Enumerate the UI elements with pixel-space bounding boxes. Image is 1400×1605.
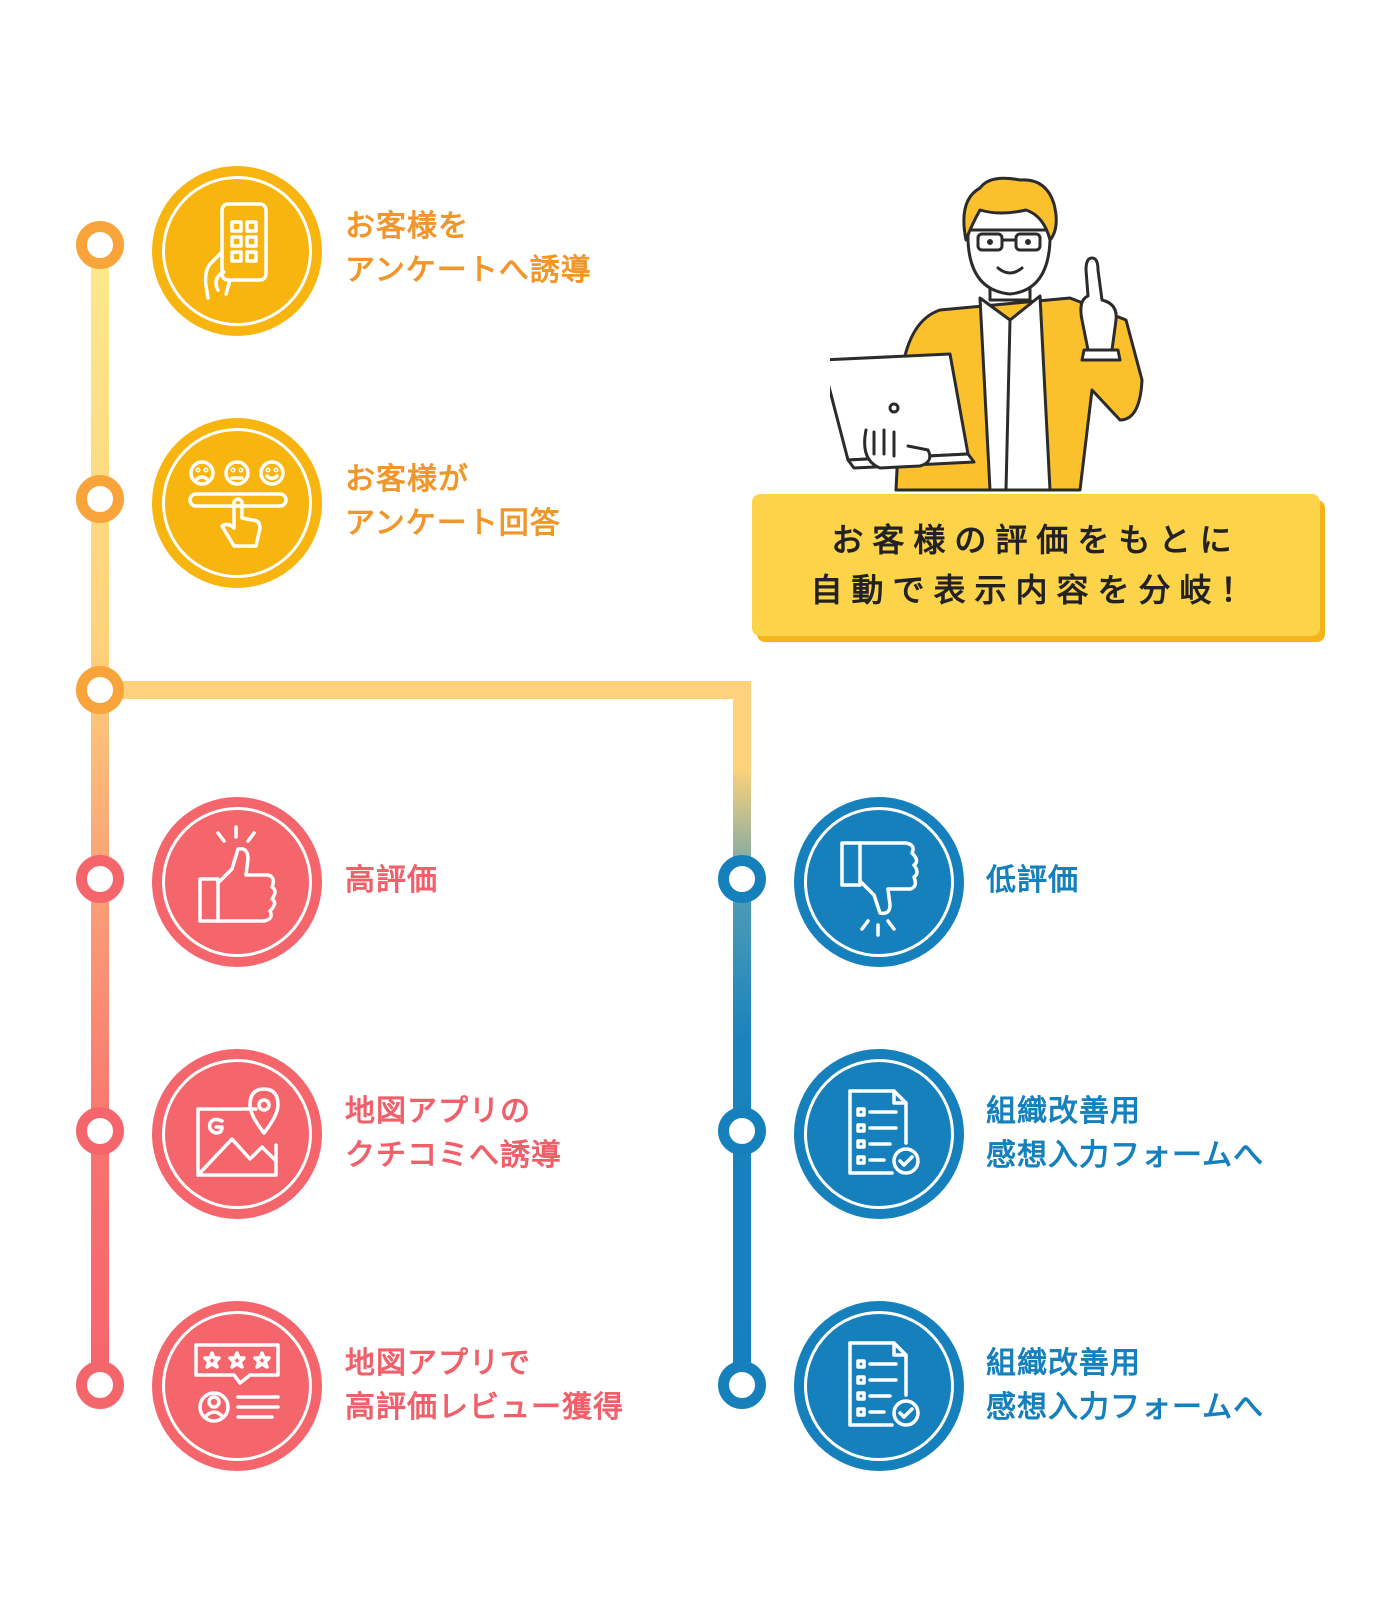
step-1-icon-circle	[152, 166, 322, 336]
timeline-node-low-2	[718, 1107, 766, 1155]
high-3-icon-circle	[152, 1301, 322, 1471]
high-3-label: 地図アプリで高評価レビュー獲得	[345, 1346, 624, 1425]
low-1-icon-circle	[794, 797, 964, 967]
branch-timeline-line	[100, 681, 751, 1385]
thumbs-up-icon	[198, 825, 277, 923]
timeline-node-low-3	[718, 1361, 766, 1409]
map-pin-icon	[196, 1087, 280, 1177]
businessman-with-laptop-illustration	[830, 176, 1144, 492]
low-2-label: 組織改善用感想入力フォームへ	[986, 1094, 1265, 1173]
callout-line-1: お客様の評価をもとに	[831, 521, 1241, 559]
timeline-node-high-2	[76, 1107, 124, 1155]
step-2-icon-circle	[152, 418, 322, 588]
step-2-label: お客様がアンケート回答	[345, 462, 561, 541]
timeline-node-step-2	[76, 475, 124, 523]
low-3-label: 組織改善用感想入力フォームへ	[986, 1346, 1265, 1425]
satisfaction-survey-icon	[188, 460, 288, 548]
timeline-node-low-1	[718, 855, 766, 903]
high-2-label: 地図アプリのクチコミへ誘導	[345, 1094, 562, 1173]
timeline-node-high-1	[76, 855, 124, 903]
callout-box: お客様の評価をもとに 自動で表示内容を分岐！	[752, 494, 1320, 636]
checklist-form-icon	[848, 1341, 920, 1427]
low-3-icon-circle	[794, 1301, 964, 1471]
high-2-icon-circle	[152, 1049, 322, 1219]
thumbs-down-icon	[840, 841, 919, 937]
high-1-icon-circle	[152, 797, 322, 967]
timeline-node-high-3	[76, 1361, 124, 1409]
star-review-icon	[194, 1343, 280, 1423]
qr-code-phone-icon	[203, 202, 268, 300]
callout-line-2: 自動で表示内容を分岐！	[810, 571, 1262, 609]
timeline-node-step-1	[76, 221, 124, 269]
step-1-label: お客様をアンケートへ誘導	[345, 209, 592, 288]
low-2-icon-circle	[794, 1049, 964, 1219]
low-1-label: 低評価	[986, 863, 1079, 898]
high-1-label: 高評価	[345, 863, 438, 898]
timeline-node-branch	[76, 666, 124, 714]
checklist-form-icon	[848, 1089, 920, 1175]
